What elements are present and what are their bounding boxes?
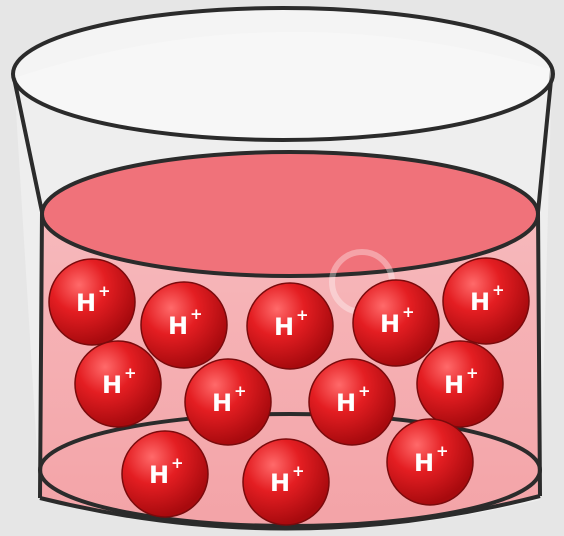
hydrogen-ion: H+ — [309, 359, 395, 445]
solution-surface — [42, 152, 538, 276]
ion-charge-label: + — [292, 462, 305, 480]
ion-symbol-label: H — [444, 371, 464, 399]
hydrogen-ion: H+ — [75, 341, 161, 427]
hydrogen-ion: H+ — [353, 280, 439, 366]
hydrogen-ion: H+ — [443, 258, 529, 344]
hydrogen-ion: H+ — [141, 282, 227, 368]
ion-symbol-label: H — [336, 389, 356, 417]
ion-charge-label: + — [358, 382, 371, 400]
hydrogen-ion: H+ — [185, 359, 271, 445]
ion-charge-label: + — [436, 442, 449, 460]
ion-symbol-label: H — [212, 389, 232, 417]
ion-symbol-label: H — [76, 289, 96, 317]
ion-symbol-label: H — [380, 310, 400, 338]
beaker-rim — [13, 8, 553, 140]
hydrogen-ion: H+ — [243, 439, 329, 525]
ion-symbol-label: H — [168, 312, 188, 340]
ion-charge-label: + — [124, 364, 137, 382]
hydrogen-ion: H+ — [122, 431, 208, 517]
hydrogen-ion: H+ — [387, 419, 473, 505]
ion-symbol-label: H — [274, 313, 294, 341]
ion-charge-label: + — [296, 306, 309, 324]
ion-symbol-label: H — [470, 288, 490, 316]
ion-symbol-label: H — [270, 469, 290, 497]
ion-symbol-label: H — [414, 449, 434, 477]
ion-charge-label: + — [402, 303, 415, 321]
hydrogen-ion: H+ — [247, 283, 333, 369]
ion-charge-label: + — [190, 305, 203, 323]
ion-symbol-label: H — [102, 371, 122, 399]
ion-charge-label: + — [492, 281, 505, 299]
ion-charge-label: + — [98, 282, 111, 300]
ion-charge-label: + — [466, 364, 479, 382]
hydrogen-ion: H+ — [49, 259, 135, 345]
ion-charge-label: + — [234, 382, 247, 400]
ion-charge-label: + — [171, 454, 184, 472]
ion-symbol-label: H — [149, 461, 169, 489]
hydrogen-ion: H+ — [417, 341, 503, 427]
